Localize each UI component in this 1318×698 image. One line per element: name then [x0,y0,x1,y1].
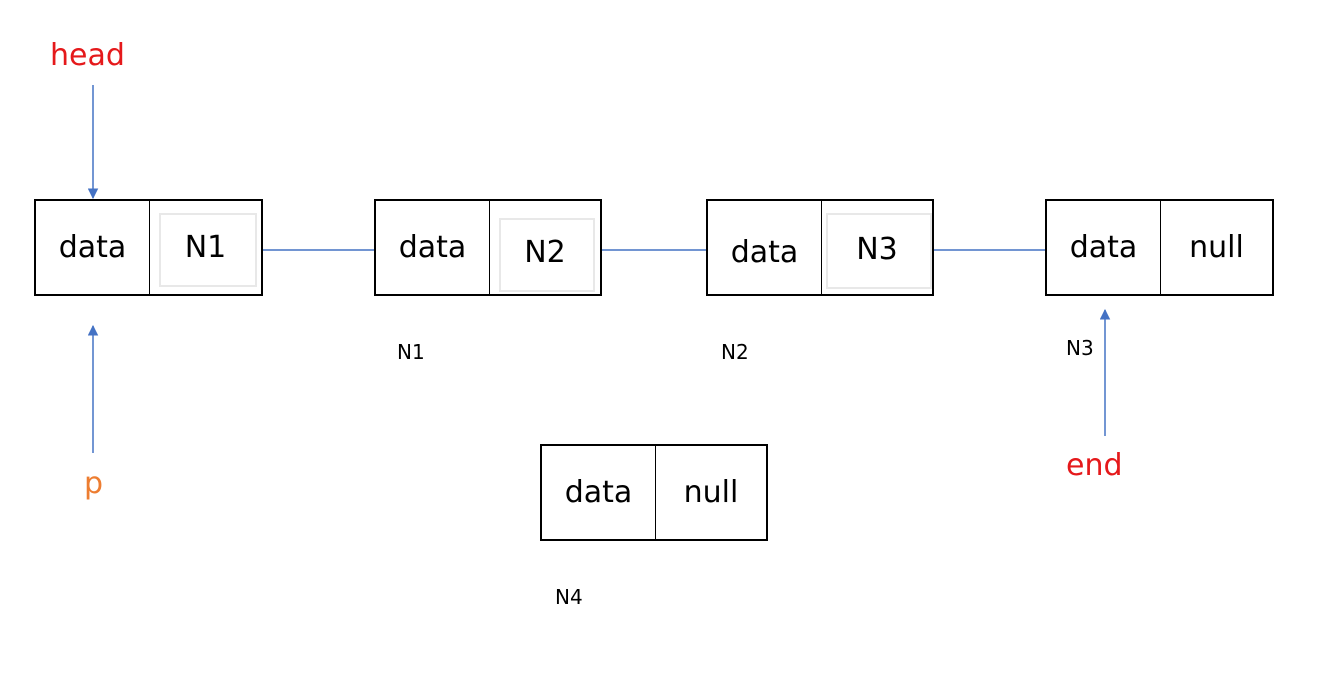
node-label-1: N1 [397,340,425,364]
node-next-cell: N3 [821,201,932,294]
node-next-cell: null [1160,201,1272,294]
p-label: p [84,466,104,501]
node-data-cell: data [564,475,633,510]
list-node-4: data null [540,444,768,541]
list-node-3: data null [1045,199,1274,296]
node-next-cell: N2 [489,201,600,294]
node-next-cell: N1 [149,201,261,294]
node-next-cell: null [655,446,766,539]
node-data-cell: data [58,230,127,265]
node-label-2: N2 [721,340,749,364]
node-label-4: N4 [555,585,583,609]
end-label: end [1066,448,1123,483]
node-data-cell: data [1069,230,1138,265]
node-data-cell: data [730,235,799,270]
node-label-3: N3 [1066,336,1094,360]
head-label: head [50,38,125,73]
list-node-0: data N1 [34,199,263,296]
node-data-cell: data [398,230,467,265]
list-node-1: data N2 [374,199,602,296]
list-node-2: data N3 [706,199,934,296]
